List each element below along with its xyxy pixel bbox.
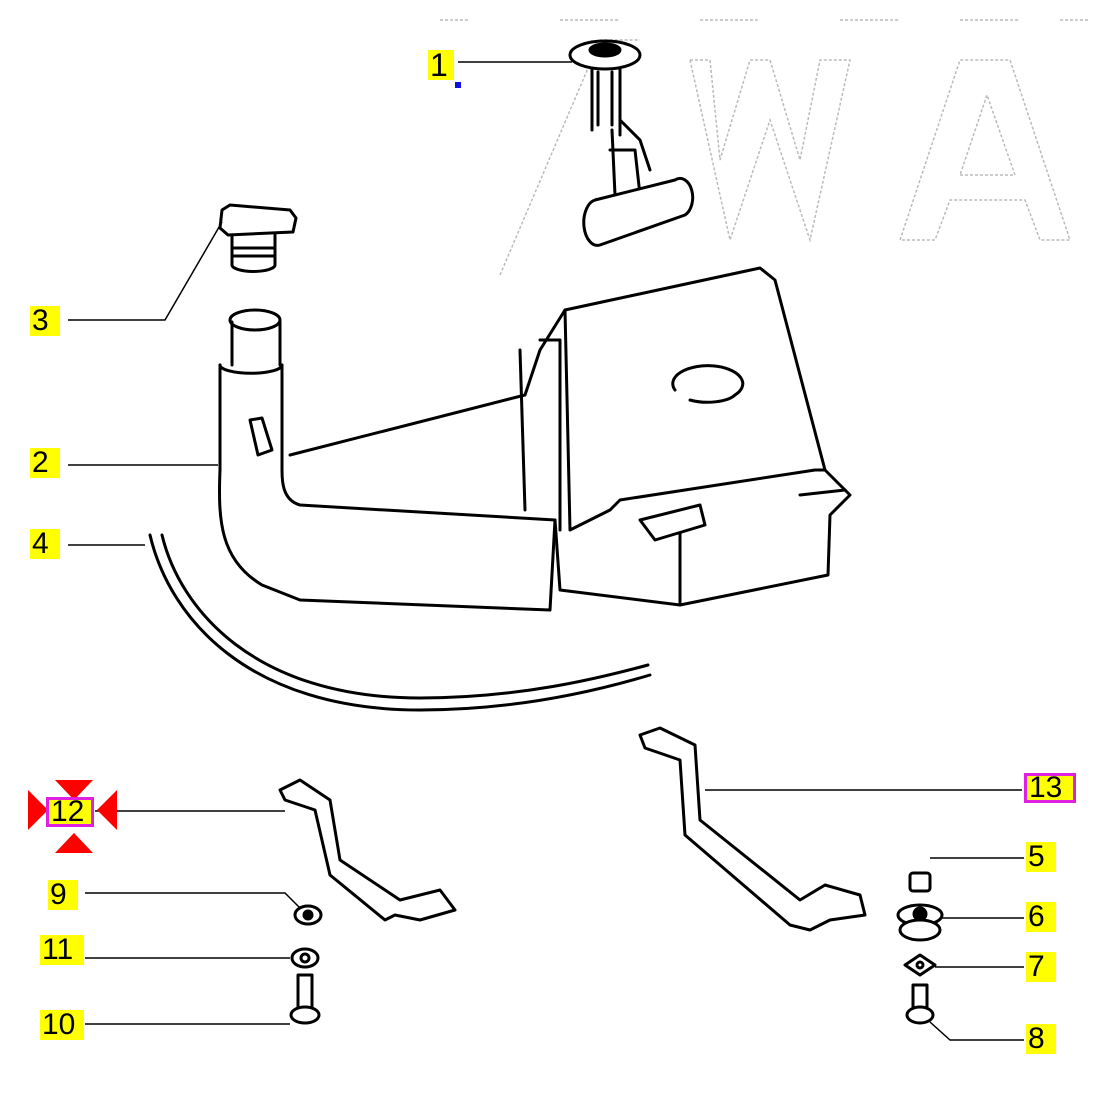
part-11-washer: [290, 947, 320, 969]
watermark: [440, 19, 1090, 276]
selection-marker-arrows: [28, 780, 117, 853]
callout-9[interactable]: 9: [48, 880, 78, 910]
part-12-bracket: [278, 778, 457, 922]
callout-8[interactable]: 8: [1026, 1024, 1056, 1054]
part-4-hose: [148, 533, 652, 712]
callout-10[interactable]: 10: [40, 1010, 84, 1040]
part-5-collar: [908, 871, 932, 893]
part-7-washer: [903, 953, 937, 977]
callout-2[interactable]: 2: [30, 448, 60, 478]
callout-1[interactable]: 1: [428, 49, 454, 81]
part-13-bracket: [638, 726, 867, 932]
part-10-bolt: [289, 973, 321, 1025]
part-6-grommet: [896, 903, 944, 942]
part-8-bolt: [905, 983, 935, 1025]
callout-3[interactable]: 3: [30, 306, 60, 336]
callout-4[interactable]: 4: [30, 529, 60, 559]
callout-7[interactable]: 7: [1026, 952, 1056, 982]
part-1-fuel-sender: [568, 39, 695, 247]
callout-5[interactable]: 5: [1026, 842, 1056, 872]
part-3-filler-cap: [218, 203, 298, 273]
callout-11[interactable]: 11: [40, 935, 84, 965]
callout-12[interactable]: 12: [46, 797, 94, 827]
callout-13[interactable]: 13: [1024, 773, 1076, 803]
callout-6[interactable]: 6: [1026, 902, 1056, 932]
part-9-nut: [293, 904, 323, 926]
cursor-dot: [455, 82, 461, 88]
part-2-oil-tank: [218, 266, 852, 612]
leader-lines: [68, 61, 1024, 1041]
